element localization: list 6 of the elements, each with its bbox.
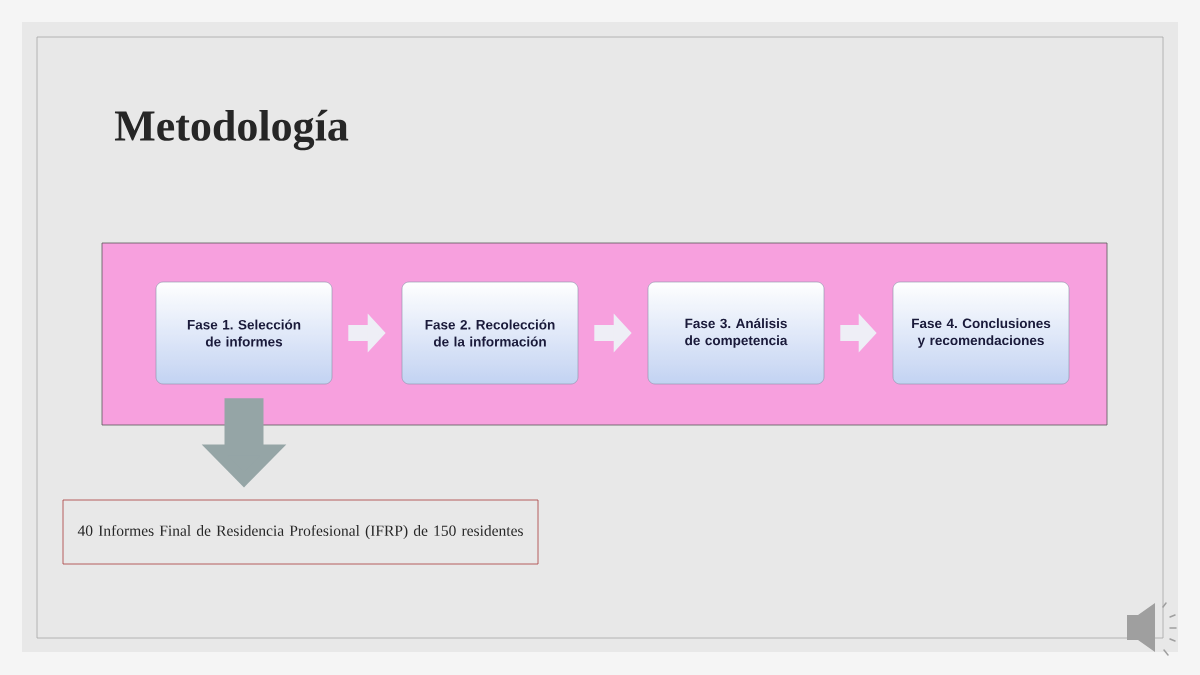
result-box: 40 Informes Final de Residencia Profesional (IFRP) de 150 residentes [62, 499, 539, 565]
phase-box: Fase 1. Selección de informes [155, 281, 333, 385]
phase-box: Fase 3. Análisis de competencia [647, 281, 825, 385]
phase-box: Fase 2. Recolección de la información [401, 281, 579, 385]
phase-box: Fase 4. Conclusiones y recomendaciones [892, 281, 1070, 385]
title: Metodología [114, 109, 349, 151]
